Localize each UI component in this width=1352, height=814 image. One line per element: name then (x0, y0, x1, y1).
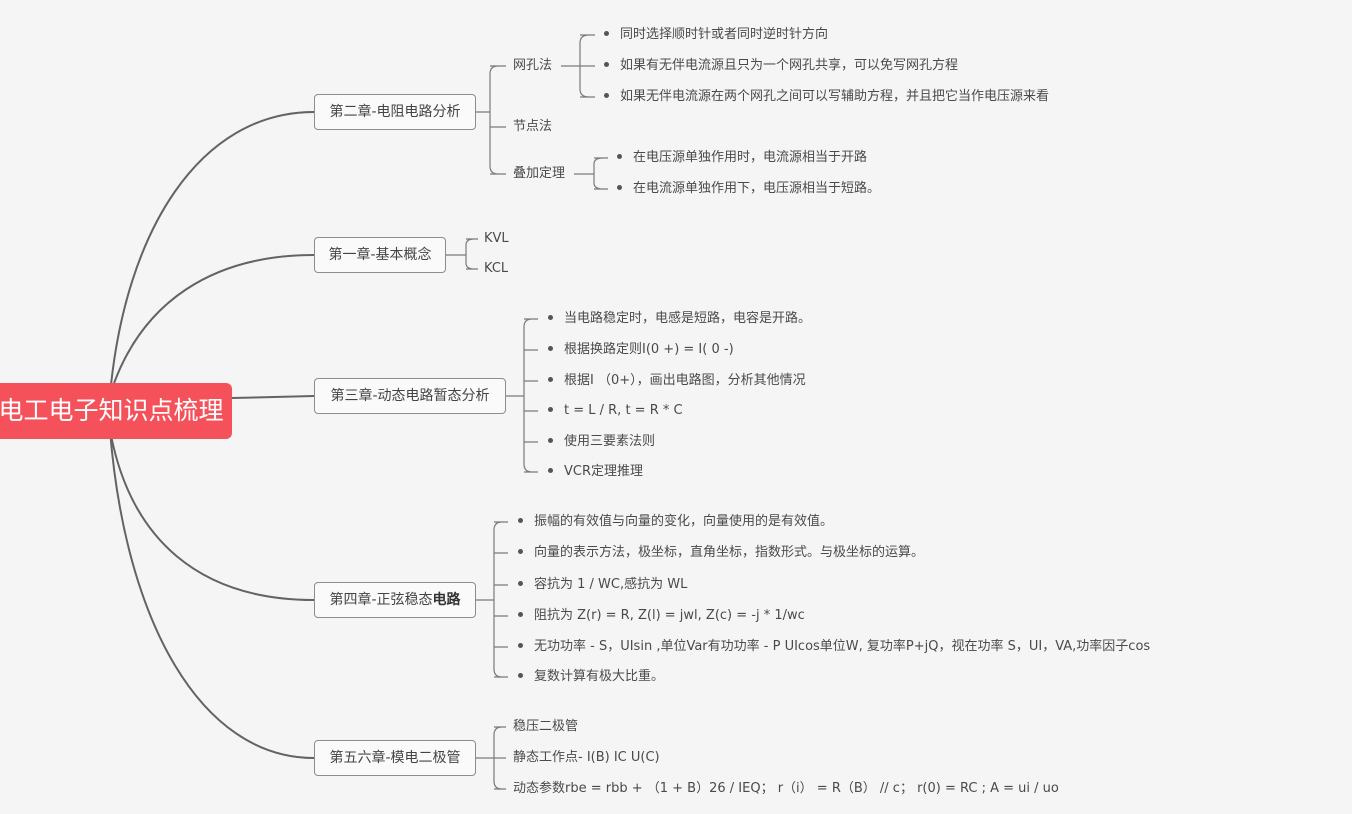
chapter-4-title: 第四章-正弦稳态 (329, 592, 433, 608)
chapter4-bullet-4-text: 阻抗为 Z(r) = R, Z(l) = jwl, Z(c) = -j * 1/… (534, 608, 805, 623)
bullet-dot-icon (518, 643, 523, 648)
mesh-bullet-2-text: 如果有无伴电流源且只为一个网孔共享，可以免写网孔方程 (620, 58, 959, 73)
bullet-dot-icon (548, 346, 553, 351)
chapter3-bullet-6[interactable]: VCR定理推理 (548, 463, 643, 481)
bullet-dot-icon (518, 673, 523, 678)
bullet-dot-icon (548, 438, 553, 443)
kcl-node[interactable]: KCL (484, 261, 509, 276)
bullet-dot-icon (604, 31, 609, 36)
superposition-bullet-1[interactable]: 在电压源单独作用时，电流源相当于开路 (617, 149, 867, 167)
mesh-bullet-2[interactable]: 如果有无伴电流源且只为一个网孔共享，可以免写网孔方程 (604, 57, 958, 75)
chapter4-bullet-5-text: 无功功率 - S，UIsin ,单位Var有功功率 - P UIcos单位W, … (534, 639, 1151, 654)
chapter4-bullet-1-text: 振幅的有效值与向量的变化，向量使用的是有效值。 (534, 514, 834, 529)
mesh-bullet-3-text: 如果无伴电流源在两个网孔之间可以写辅助方程，并且把它当作电压源来看 (620, 89, 1050, 104)
chapter3-bullet-5-text: 使用三要素法则 (564, 434, 656, 449)
chapter2-bracket (476, 65, 506, 175)
superposition-node[interactable]: 叠加定理 (513, 166, 566, 181)
chapter-4-node[interactable]: 第四章-正弦稳态电路 (314, 582, 476, 618)
chapter3-bullet-1-text: 当电路稳定时，电感是短路，电容是开路。 (564, 311, 812, 326)
chapter3-bullet-2-text: 根据换路定则I(0 +) = I( 0 -) (564, 342, 734, 357)
chapter4-bullet-4[interactable]: 阻抗为 Z(r) = R, Z(l) = jwl, Z(c) = -j * 1/… (518, 607, 805, 625)
chapter4-bullet-5[interactable]: 无功功率 - S，UIsin ,单位Var有功功率 - P UIcos单位W, … (518, 638, 1150, 656)
root-to-chapter4-link (109, 429, 315, 601)
mesh-bullet-3[interactable]: 如果无伴电流源在两个网孔之间可以写辅助方程，并且把它当作电压源来看 (604, 88, 1049, 106)
chapter1-bracket (446, 238, 478, 270)
bullet-dot-icon (518, 549, 523, 554)
node-method-node[interactable]: 节点法 (513, 119, 553, 134)
chapter-4-title-bold: 电路 (432, 592, 461, 608)
chapter-3-node[interactable]: 第三章-动态电路暂态分析 (314, 378, 506, 414)
chapter3-bullet-2[interactable]: 根据换路定则I(0 +) = I( 0 -) (548, 341, 734, 359)
chapter-56-title: 第五六章-模电二极管 (329, 750, 461, 766)
mesh-method-node[interactable]: 网孔法 (513, 58, 553, 73)
bullet-dot-icon (604, 62, 609, 67)
chapter3-bracket (506, 318, 538, 473)
chapter4-bullet-6-text: 复数计算有极大比重。 (534, 669, 665, 684)
chapter4-bullet-6[interactable]: 复数计算有极大比重。 (518, 668, 664, 686)
chapter3-bullet-6-text: VCR定理推理 (564, 464, 644, 479)
root-to-chapter56-link (109, 429, 315, 759)
chapter-1-title: 第一章-基本概念 (328, 247, 432, 263)
chapter4-bullet-3-text: 容抗为 1 / WC,感抗为 WL (534, 577, 688, 592)
bullet-dot-icon (518, 612, 523, 617)
chapter56-bracket (476, 726, 506, 790)
chapter3-bullet-3-text: 根据I （0+），画出电路图，分析其他情况 (564, 373, 806, 388)
dynamic-params-node[interactable]: 动态参数rbe = rbb + （1 + B）26 / IEQ； r（i） = … (513, 781, 1059, 796)
chapter3-bullet-5[interactable]: 使用三要素法则 (548, 433, 655, 451)
mesh-method-bracket (561, 34, 595, 98)
bullet-dot-icon (518, 581, 523, 586)
bullet-dot-icon (518, 518, 523, 523)
zener-diode-node[interactable]: 稳压二极管 (513, 719, 579, 734)
bullet-dot-icon (548, 468, 553, 473)
bullet-dot-icon (617, 154, 622, 159)
chapter-1-node[interactable]: 第一章-基本概念 (314, 237, 446, 273)
chapter4-bracket (476, 521, 508, 678)
chapter4-bullet-3[interactable]: 容抗为 1 / WC,感抗为 WL (518, 576, 687, 594)
chapter3-bullet-1[interactable]: 当电路稳定时，电感是短路，电容是开路。 (548, 310, 811, 328)
chapter-3-title: 第三章-动态电路暂态分析 (330, 388, 490, 404)
superposition-bracket (574, 157, 608, 190)
chapter3-bullet-3[interactable]: 根据I （0+），画出电路图，分析其他情况 (548, 372, 806, 390)
chapter4-bullet-1[interactable]: 振幅的有效值与向量的变化，向量使用的是有效值。 (518, 513, 833, 531)
chapter-56-node[interactable]: 第五六章-模电二极管 (314, 740, 476, 776)
chapter3-bullet-4-text: t = L / R, t = R * C (564, 403, 683, 418)
kvl-node[interactable]: KVL (484, 231, 509, 246)
root-to-chapter2-link (109, 111, 315, 396)
mesh-bullet-1[interactable]: 同时选择顺时针或者同时逆时针方向 (604, 26, 828, 44)
bullet-dot-icon (617, 185, 622, 190)
bullet-dot-icon (548, 377, 553, 382)
root-topic[interactable]: 电工电子知识点梳理 (0, 383, 232, 439)
superposition-bullet-2-text: 在电流源单独作用下，电压源相当于短路。 (633, 181, 881, 196)
root-to-chapter3-link (231, 395, 315, 399)
superposition-bullet-1-text: 在电压源单独作用时，电流源相当于开路 (633, 150, 868, 165)
superposition-bullet-2[interactable]: 在电流源单独作用下，电压源相当于短路。 (617, 180, 880, 198)
bullet-dot-icon (604, 93, 609, 98)
root-to-chapter1-link (109, 254, 315, 396)
chapter-2-node[interactable]: 第二章-电阻电路分析 (314, 94, 476, 130)
mesh-bullet-1-text: 同时选择顺时针或者同时逆时针方向 (620, 27, 829, 42)
chapter-2-title: 第二章-电阻电路分析 (329, 104, 461, 120)
chapter4-bullet-2-text: 向量的表示方法，极坐标，直角坐标，指数形式。与极坐标的运算。 (534, 545, 925, 560)
bullet-dot-icon (548, 315, 553, 320)
chapter4-bullet-2[interactable]: 向量的表示方法，极坐标，直角坐标，指数形式。与极坐标的运算。 (518, 544, 924, 562)
chapter3-bullet-4[interactable]: t = L / R, t = R * C (548, 402, 683, 420)
q-point-node[interactable]: 静态工作点- I(B) IC U(C) (513, 750, 660, 765)
bullet-dot-icon (548, 407, 553, 412)
